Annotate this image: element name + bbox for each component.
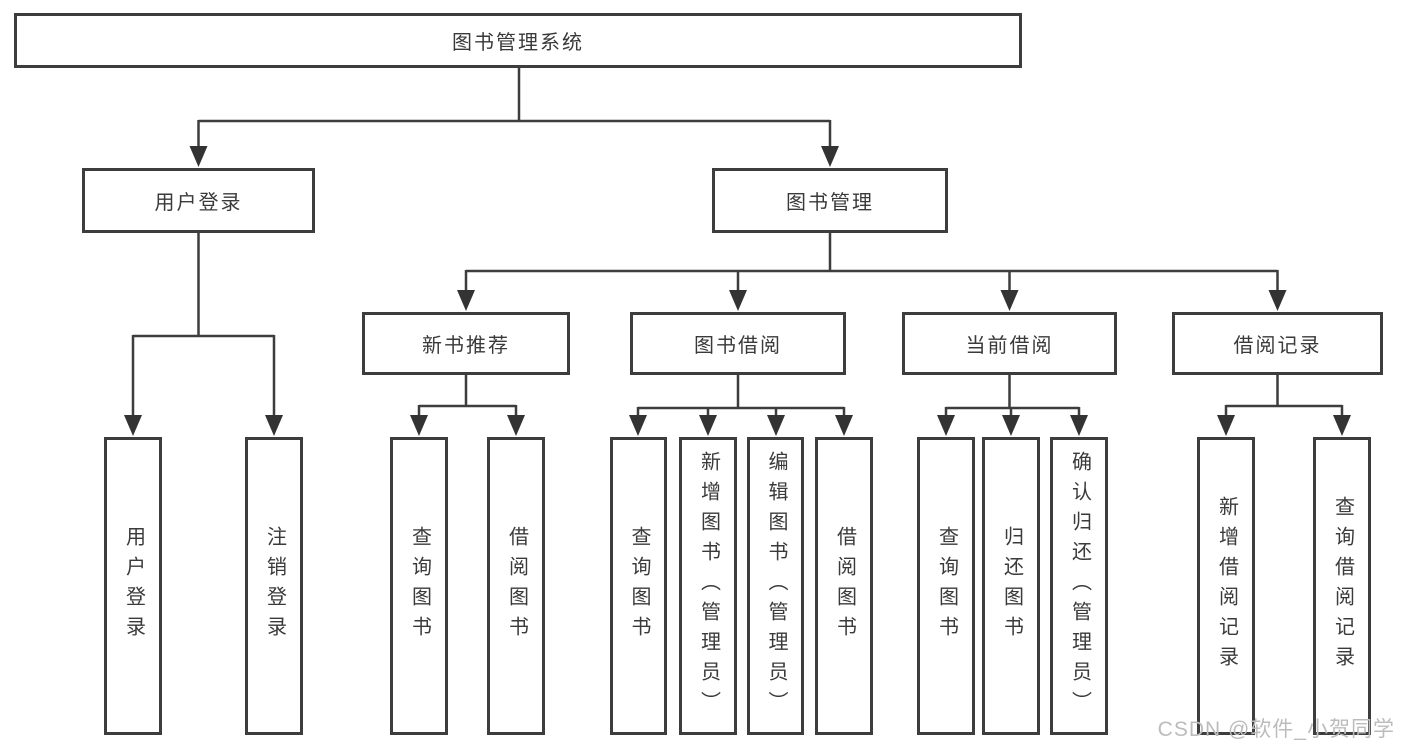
arrowhead-icon	[821, 146, 839, 167]
arrowhead-icon	[457, 290, 475, 311]
leaf-add-books-admin-label: 新增图书（管理员）	[697, 451, 720, 721]
node-user-login-label: 用户登录	[154, 192, 243, 214]
arrowhead-icon	[767, 415, 785, 436]
arrowhead-icon	[629, 415, 647, 436]
node-borrow-records-label: 借阅记录	[1233, 335, 1322, 357]
node-new-book-recommend: 新书推荐	[362, 312, 570, 375]
leaf-user-login: 用户登录	[104, 437, 162, 735]
connector-current-borrow-children	[944, 374, 1081, 418]
leaf-query-books-1-label: 查询图书	[408, 526, 431, 646]
connector-user-login-children	[131, 232, 276, 418]
leaf-query-books-2-label: 查询图书	[628, 526, 650, 646]
leaf-borrow-books-1: 借阅图书	[487, 437, 545, 735]
leaf-logout-label: 注销登录	[263, 526, 286, 646]
leaf-edit-books-admin-label: 编辑图书（管理员）	[765, 451, 787, 721]
arrowheads	[124, 146, 1351, 436]
arrowhead-icon	[1217, 415, 1235, 436]
leaf-logout: 注销登录	[245, 437, 303, 735]
arrowhead-icon	[835, 415, 853, 436]
leaf-add-books-admin: 新增图书（管理员）	[679, 437, 737, 735]
node-borrow-records: 借阅记录	[1172, 312, 1383, 375]
arrowhead-icon	[729, 290, 747, 311]
leaf-query-books-3: 查询图书	[917, 437, 975, 735]
connector-root-to-level2	[197, 68, 832, 150]
connector-new-book-children	[417, 374, 518, 418]
leaf-borrow-books-2: 借阅图书	[815, 437, 873, 735]
leaf-query-books-3-label: 查询图书	[935, 526, 958, 646]
arrowhead-icon	[507, 415, 525, 436]
node-root-label: 图书管理系统	[452, 32, 584, 54]
arrowhead-icon	[1002, 415, 1020, 436]
leaf-add-borrow-record: 新增借阅记录	[1197, 437, 1255, 735]
arrowhead-icon	[410, 415, 428, 436]
arrowhead-icon	[937, 415, 955, 436]
arrowhead-icon	[1333, 415, 1351, 436]
leaf-query-books-2: 查询图书	[610, 437, 667, 735]
leaf-confirm-return-admin: 确认归还（管理员）	[1050, 437, 1108, 735]
connector-borrow-records-children	[1224, 374, 1344, 418]
node-book-management-label: 图书管理	[786, 192, 874, 214]
leaf-borrow-books-2-label: 借阅图书	[833, 526, 856, 646]
arrowhead-icon	[699, 415, 717, 436]
node-user-login: 用户登录	[82, 168, 315, 233]
watermark-text: CSDN @软件_小贺同学	[1157, 718, 1395, 741]
node-book-borrow: 图书借阅	[630, 312, 846, 375]
arrowhead-icon	[124, 415, 142, 436]
node-root: 图书管理系统	[14, 13, 1022, 68]
arrowhead-icon	[1070, 415, 1088, 436]
connector-book-mgmt-to-level3	[464, 232, 1279, 294]
node-current-borrow: 当前借阅	[902, 312, 1117, 375]
node-new-book-recommend-label: 新书推荐	[422, 335, 510, 357]
node-current-borrow-label: 当前借阅	[965, 335, 1054, 357]
node-book-borrow-label: 图书借阅	[694, 335, 782, 357]
arrowhead-icon	[1268, 290, 1287, 311]
connector-book-borrow-children	[636, 374, 846, 418]
leaf-confirm-return-admin-label: 确认归还（管理员）	[1068, 451, 1091, 721]
arrowhead-icon	[189, 146, 208, 167]
leaf-query-books-1: 查询图书	[390, 437, 448, 735]
arrowhead-icon	[1000, 290, 1019, 311]
leaf-user-login-label: 用户登录	[122, 526, 145, 646]
leaf-query-borrow-record: 查询借阅记录	[1313, 437, 1371, 735]
leaf-add-borrow-record-label: 新增借阅记录	[1215, 496, 1238, 676]
node-book-management: 图书管理	[712, 168, 948, 233]
leaf-edit-books-admin: 编辑图书（管理员）	[747, 437, 804, 735]
leaf-borrow-books-1-label: 借阅图书	[505, 526, 528, 646]
arrowhead-icon	[265, 415, 283, 436]
leaf-return-books: 归还图书	[982, 437, 1040, 735]
leaf-return-books-label: 归还图书	[1000, 526, 1023, 646]
leaf-query-borrow-record-label: 查询借阅记录	[1331, 496, 1354, 676]
